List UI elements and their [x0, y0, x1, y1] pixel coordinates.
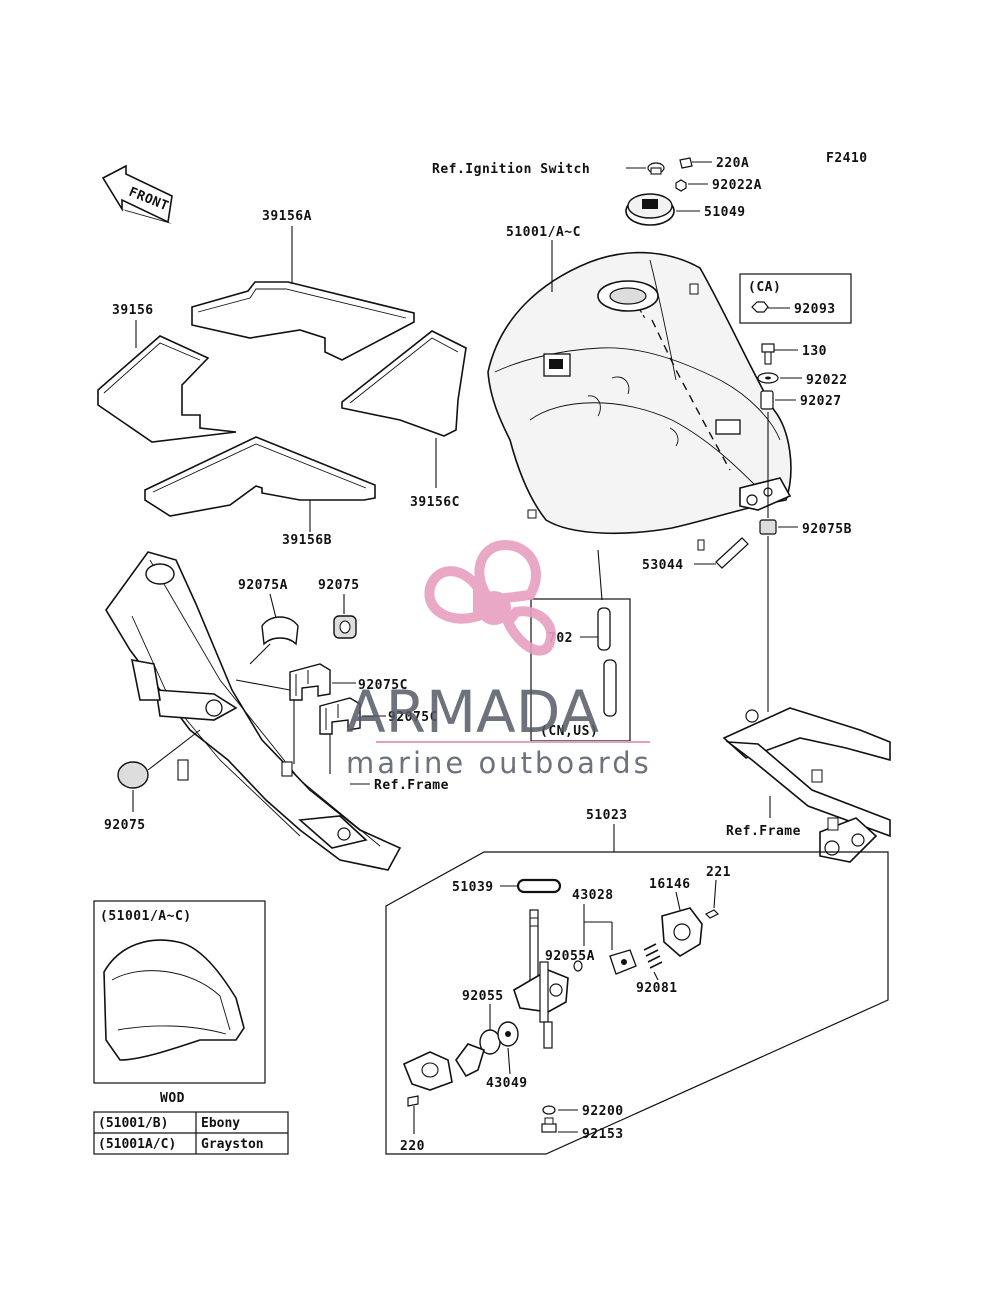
seat-pad-39156 — [97, 335, 237, 443]
label-43049: 43049 — [486, 1076, 528, 1091]
color-table: (51001/B) Ebony (51001A/C) Grayston — [93, 1111, 289, 1155]
nut-92022A — [675, 179, 687, 192]
label-92027: 92027 — [800, 394, 842, 409]
inset-title: (51001/A~C) — [100, 909, 192, 924]
fuel-cap — [625, 193, 675, 226]
label-92075-bottom: 92075 — [104, 818, 146, 833]
label-51039: 51039 — [452, 880, 494, 895]
label-92081: 92081 — [636, 981, 678, 996]
frame-left — [105, 551, 402, 871]
color-row-1-code: (51001/B) — [98, 1116, 168, 1131]
washer-92022 — [757, 372, 779, 384]
watermark-brand: ARMADA — [346, 678, 599, 746]
label-92075B: 92075B — [802, 522, 852, 537]
seat-pad-39156A — [191, 281, 415, 361]
label-ref-ignition-switch: Ref.Ignition Switch — [432, 162, 590, 177]
label-39156B: 39156B — [282, 533, 332, 548]
label-220A: 220A — [716, 156, 749, 171]
color-row-2-code: (51001A/C) — [98, 1137, 176, 1152]
seat-pad-39156B — [144, 436, 376, 517]
screw-221 — [704, 909, 720, 919]
screw-220A — [679, 157, 693, 169]
label-92153: 92153 — [582, 1127, 624, 1142]
label-92093: 92093 — [794, 302, 836, 317]
hose-702 — [597, 607, 617, 717]
damper-92075-top — [333, 615, 357, 639]
screw-220 — [407, 1095, 419, 1107]
washer-92200 — [542, 1105, 556, 1115]
pin-53044 — [715, 537, 749, 569]
label-51049: 51049 — [704, 205, 746, 220]
bolt-92153 — [541, 1117, 557, 1133]
damper-92075-bottom — [117, 761, 149, 789]
label-ref-frame-left: Ref.Frame — [374, 778, 449, 793]
label-51001: 51001/A~C — [506, 225, 581, 240]
label-92200: 92200 — [582, 1104, 624, 1119]
label-92075C-1: 92075C — [358, 678, 408, 693]
inset-tank-shell — [103, 939, 245, 1061]
cover-16146 — [661, 907, 703, 957]
label-130: 130 — [802, 344, 827, 359]
label-53044: 53044 — [642, 558, 684, 573]
damper-92075C-1 — [289, 663, 331, 701]
label-220: 220 — [400, 1139, 425, 1154]
label-92055: 92055 — [462, 989, 504, 1004]
label-16146: 16146 — [649, 877, 691, 892]
bolt-130 — [761, 343, 775, 365]
front-arrow-icon: FRONT — [101, 164, 173, 224]
seal-92055A — [573, 960, 583, 972]
label-cn-us: (CN,US) — [540, 724, 598, 739]
label-39156: 39156 — [112, 303, 154, 318]
label-43028: 43028 — [572, 888, 614, 903]
gasket-51039 — [516, 878, 562, 894]
label-92055A: 92055A — [545, 949, 595, 964]
fuel-tap-subassembly-box — [385, 851, 889, 1155]
ignition-cap — [647, 162, 665, 175]
propeller-logo-icon — [424, 539, 557, 656]
label-92075-top: 92075 — [318, 578, 360, 593]
frame-right — [722, 707, 891, 863]
diaphragm-43049 — [497, 1021, 519, 1047]
color-row-2-name: Grayston — [201, 1137, 264, 1152]
label-39156C: 39156C — [410, 495, 460, 510]
fuel-tap-body — [513, 909, 569, 1049]
label-ref-frame-right: Ref.Frame — [726, 824, 801, 839]
label-wod: WOD — [160, 1091, 185, 1106]
ca-title: (CA) — [748, 280, 781, 295]
color-row-1-name: Ebony — [201, 1116, 240, 1131]
fuel-tank — [487, 251, 792, 551]
label-92075C-2: 92075C — [388, 710, 438, 725]
label-221: 221 — [706, 865, 731, 880]
label-92022: 92022 — [806, 373, 848, 388]
collar-92027 — [760, 390, 774, 410]
label-92022A: 92022A — [712, 178, 762, 193]
diagram-code: F2410 — [826, 151, 868, 166]
label-51023: 51023 — [586, 808, 628, 823]
label-92075A: 92075A — [238, 578, 288, 593]
seat-pad-39156C — [341, 330, 467, 437]
label-39156A: 39156A — [262, 209, 312, 224]
damper-92075C-2 — [319, 697, 361, 735]
inset-box — [93, 900, 266, 1084]
ca-variant-box — [739, 273, 852, 324]
nut-92093 — [751, 301, 769, 313]
gasket-plate — [402, 1043, 485, 1091]
armada-watermark: ARMADA marine outboards — [346, 539, 652, 780]
damper-92075B — [759, 519, 777, 535]
spring-92081 — [643, 943, 663, 969]
damper-92075A — [261, 616, 299, 646]
plate-43028 — [609, 949, 637, 975]
watermark-tagline: marine outboards — [346, 746, 652, 780]
